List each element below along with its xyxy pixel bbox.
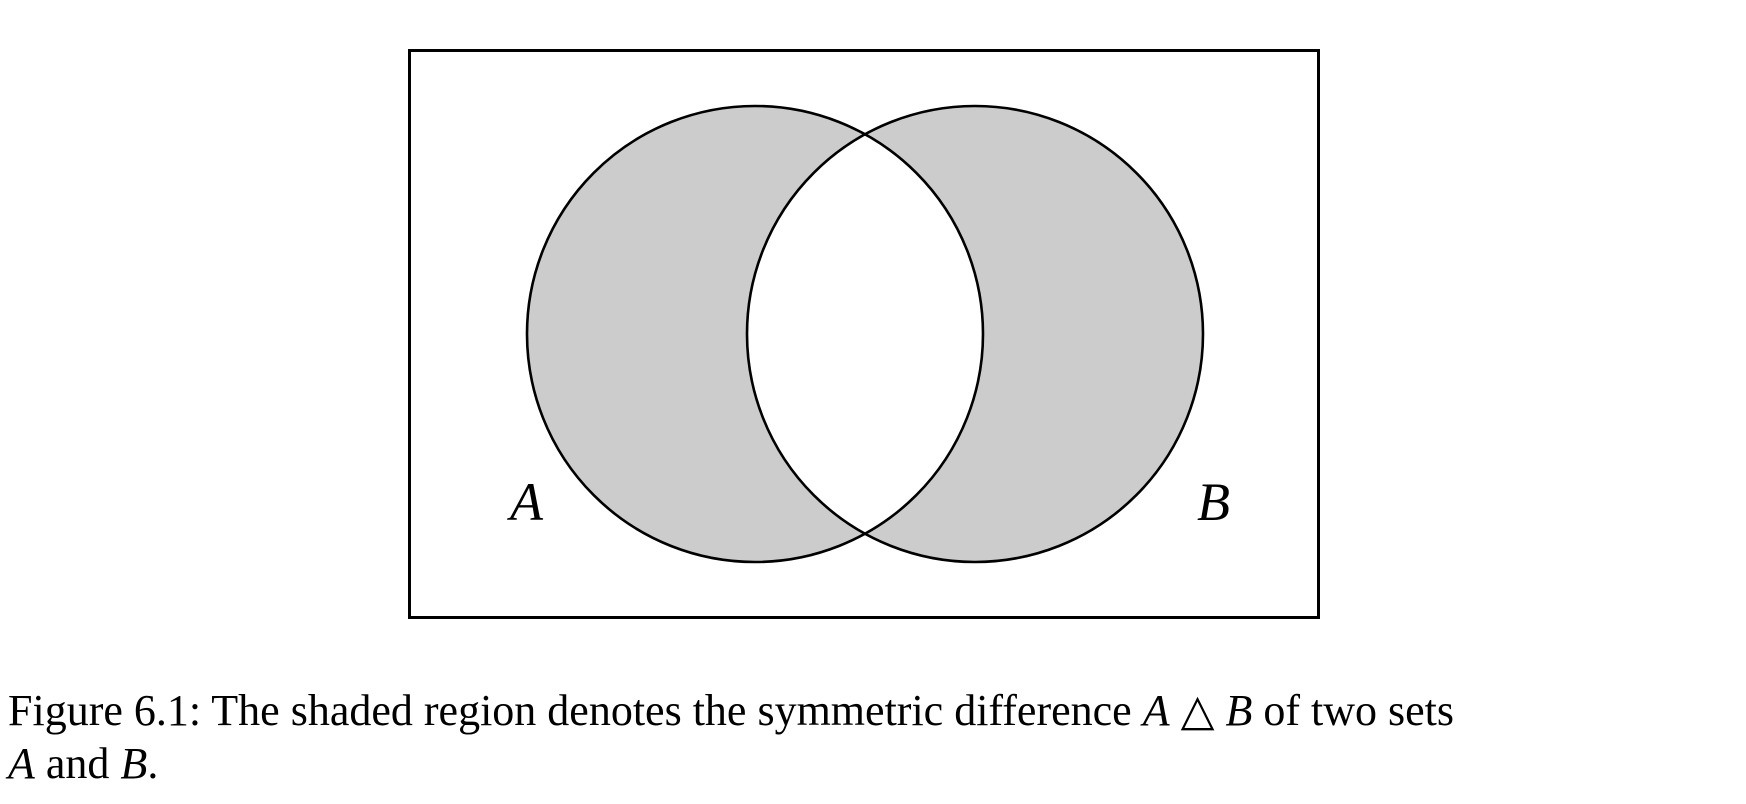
set-label-a: A (507, 472, 544, 532)
shaded-region-b-only (0, 0, 1746, 660)
figure-caption: Figure 6.1: The shaded region denotes th… (8, 684, 1746, 790)
circle-a-outline (525, 104, 985, 564)
venn-diagram-svg: A B (0, 0, 1746, 660)
caption-line-1: Figure 6.1: The shaded region denotes th… (8, 686, 1454, 735)
set-label-b: B (1197, 472, 1230, 532)
caption-line-2: A and B. (8, 739, 159, 788)
venn-diagram: A B (0, 0, 1746, 660)
circle-b-outline (745, 104, 1205, 564)
